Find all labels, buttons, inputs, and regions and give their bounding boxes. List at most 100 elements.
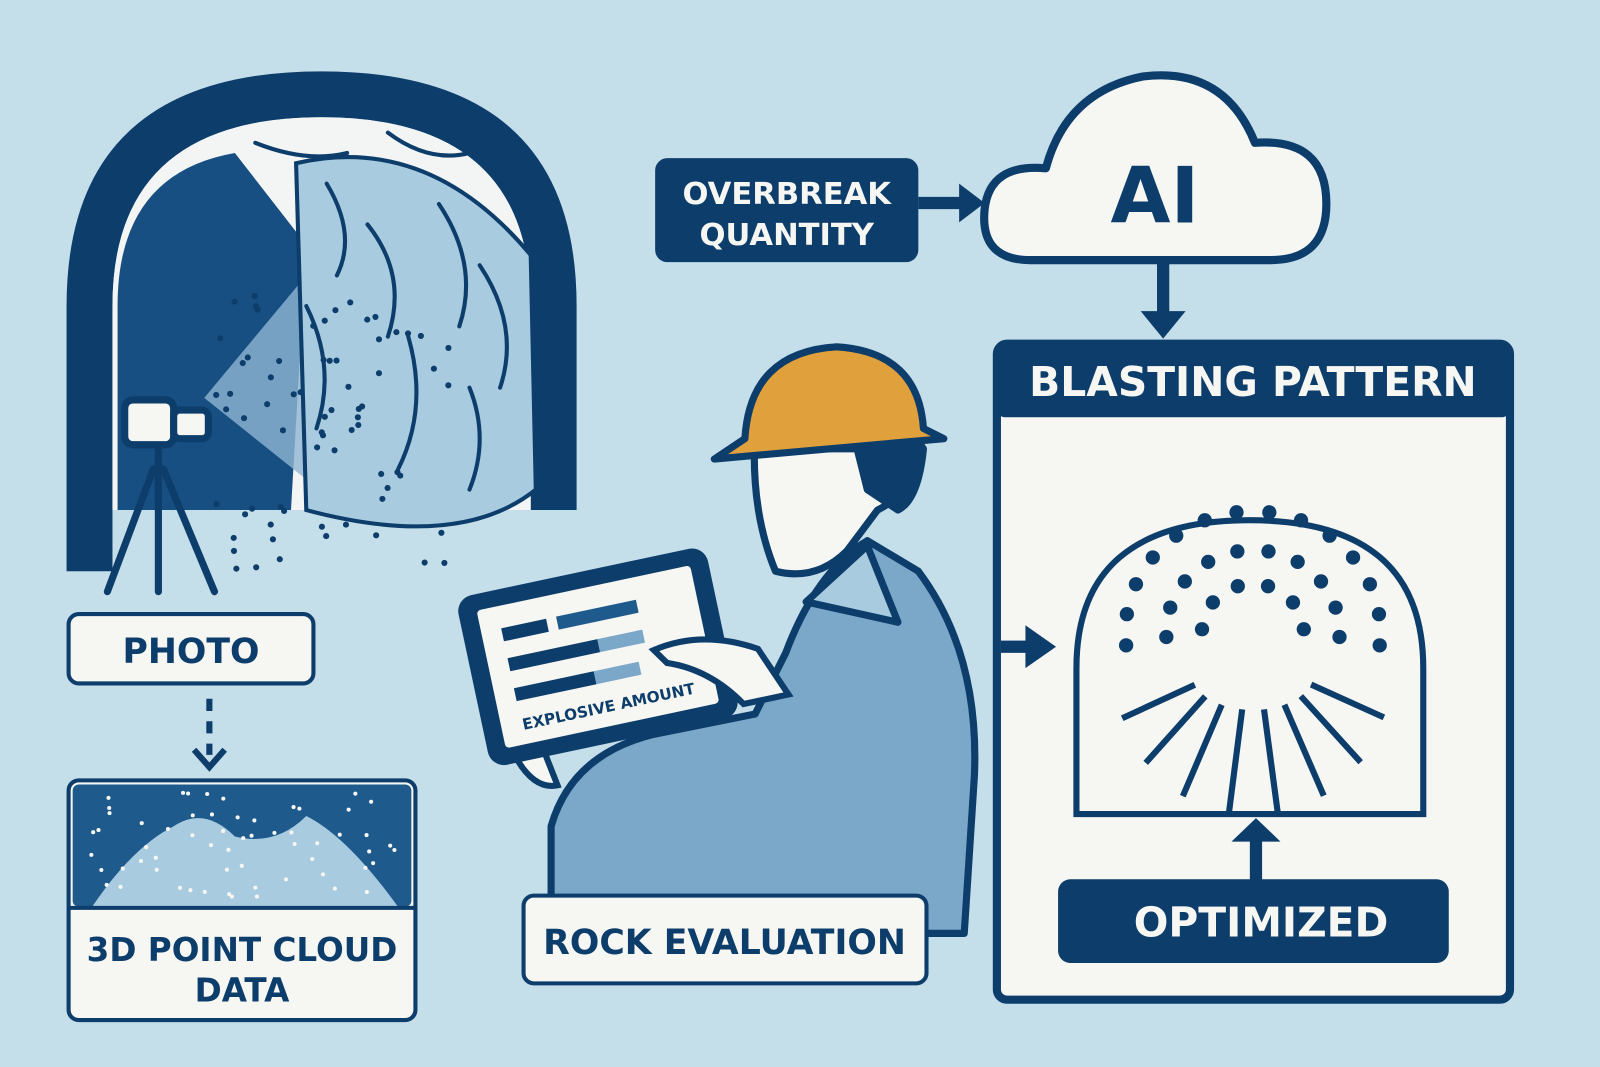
rock-dot	[230, 534, 237, 541]
blast-hole	[1372, 638, 1387, 653]
cloud-dot	[107, 805, 112, 811]
cloud-dot	[364, 833, 369, 838]
rock-dot	[441, 559, 448, 567]
blast-hole	[1285, 595, 1301, 610]
rock-dot	[267, 521, 274, 528]
cloud-dot	[392, 847, 397, 853]
rock-dot	[279, 427, 286, 434]
cloud-dot	[321, 872, 326, 877]
photo-label: PHOTO	[66, 612, 316, 686]
blast-pattern-icon	[1118, 505, 1387, 815]
rock-dot	[321, 317, 328, 324]
blasting-pattern-title: BLASTING PATTERN	[1029, 358, 1476, 406]
rock-dot	[384, 484, 391, 492]
cloud-dot	[364, 890, 369, 895]
rock-dot	[359, 403, 366, 410]
cloud-dot	[139, 821, 144, 826]
rock-dot	[227, 390, 234, 397]
cloud-dot	[241, 836, 246, 841]
rock-dot	[421, 559, 428, 566]
cloud-dot	[310, 856, 315, 862]
cloud-dot	[188, 888, 193, 893]
rock-dot	[249, 505, 256, 512]
cloud-dot	[118, 884, 123, 889]
cloud-dot	[202, 889, 207, 894]
cloud-dot	[165, 827, 171, 832]
cloud-dot	[120, 866, 125, 871]
rock-dot	[326, 357, 333, 364]
rock-dot	[332, 307, 339, 314]
cloud-dot	[144, 845, 149, 850]
blast-hole	[1313, 574, 1329, 589]
blast-hole	[1261, 544, 1276, 559]
cloud-dot	[252, 818, 257, 823]
tunnel-icon	[66, 71, 577, 572]
cloud-dot	[224, 867, 229, 872]
blast-hole	[1201, 554, 1216, 570]
rock-dot	[251, 293, 258, 300]
rock-dot	[277, 503, 284, 511]
cloud-dot	[177, 885, 183, 890]
blast-hole	[1371, 607, 1387, 622]
cloud-dot	[235, 815, 240, 820]
blast-ray	[1260, 708, 1281, 815]
cloud-dot	[89, 852, 94, 857]
cloud-dot	[205, 791, 210, 797]
arrow-down-icon	[1140, 260, 1186, 339]
rock-dot	[364, 316, 371, 323]
rock-dot	[276, 357, 283, 365]
cloud-dot	[272, 830, 277, 835]
blast-hole	[1128, 577, 1144, 592]
rock-dot	[320, 356, 327, 363]
rock-evaluation-label: ROCK EVALUATION	[521, 893, 929, 986]
photo-text: PHOTO	[122, 632, 259, 672]
ai-text: AI	[1111, 151, 1200, 241]
rock-dot	[267, 374, 274, 381]
blast-hole	[1163, 600, 1178, 615]
blast-hole	[1260, 579, 1276, 594]
cloud-dot	[371, 861, 376, 866]
cloud-dot	[291, 805, 296, 810]
cloud-dot	[209, 843, 214, 848]
blast-hole	[1205, 595, 1221, 610]
cloud-dot	[337, 832, 342, 837]
blast-hole	[1290, 554, 1305, 570]
rock-dot	[239, 359, 246, 367]
point-cloud-text-2: DATA	[195, 972, 291, 1010]
point-cloud-text-1: 3D POINT CLOUD	[87, 931, 398, 969]
optimized-text: OPTIMIZED	[1134, 898, 1389, 946]
cloud-dot	[209, 812, 215, 817]
dashed-arrow-icon	[191, 698, 227, 772]
cloud-dot	[104, 882, 109, 887]
cloud-dot	[226, 847, 231, 852]
rock-dot	[342, 521, 350, 528]
rock-dot	[372, 313, 379, 320]
cloud-dot	[388, 843, 393, 848]
worker-icon	[547, 343, 979, 937]
rock-dot	[445, 382, 452, 389]
rock-dot	[297, 389, 304, 396]
rock-dot	[328, 406, 335, 414]
rock-dot	[417, 332, 424, 339]
rock-dot	[375, 370, 383, 377]
cloud-icon: AI	[980, 71, 1331, 265]
rock-dot	[223, 406, 230, 413]
rock-dot	[375, 336, 383, 343]
blast-hole	[1230, 544, 1245, 559]
rock-dot	[252, 303, 259, 310]
cloud-dot	[190, 833, 195, 838]
overbreak-text-2: QUANTITY	[700, 218, 875, 253]
cloud-dot	[254, 894, 260, 899]
point-cloud-card: 3D POINT CLOUD DATA	[66, 778, 418, 1023]
overbreak-text-1: OVERBREAK	[682, 177, 892, 212]
rock-dot	[281, 507, 288, 515]
rock-dot	[269, 536, 276, 543]
cloud-dot	[239, 863, 244, 868]
rock-dot	[430, 365, 437, 372]
cloud-dot	[297, 806, 302, 811]
rock-dot	[276, 556, 283, 563]
cloud-dot	[181, 790, 186, 795]
rock-dot	[404, 330, 412, 337]
rock-dot	[331, 447, 338, 454]
